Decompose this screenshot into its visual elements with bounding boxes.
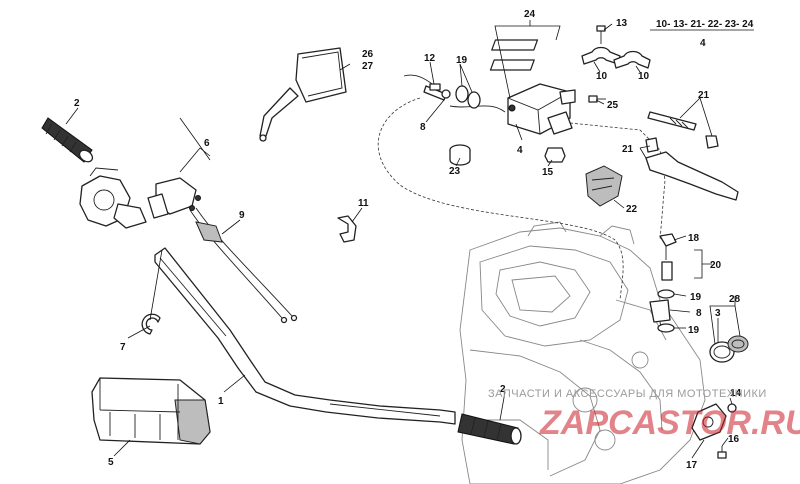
callout-22: 22	[626, 204, 638, 215]
callout-11: 11	[358, 198, 369, 209]
right-grip	[457, 413, 522, 445]
callout-5: 5	[108, 457, 114, 468]
callout-10-right: 10	[638, 71, 650, 82]
callout-12: 12	[424, 53, 436, 64]
callout-19-lower: 19	[688, 325, 700, 336]
banjo-bolt-18	[659, 233, 677, 260]
screw-13	[596, 25, 606, 44]
callout-8-lower: 8	[696, 308, 702, 319]
reservoir-cap	[449, 144, 471, 166]
leader-lines	[65, 20, 754, 459]
callout-2-left: 2	[74, 98, 80, 109]
circlip	[141, 313, 161, 335]
handlebar-clamp-right	[613, 50, 651, 69]
callout-20: 20	[710, 260, 722, 271]
callout-3: 3	[715, 308, 721, 319]
handlebar-clamp-left	[581, 46, 621, 65]
callout-7: 7	[120, 342, 126, 353]
callout-2-right: 2	[500, 384, 506, 395]
callout-15: 15	[542, 167, 554, 178]
callout-19-mid: 19	[690, 292, 702, 303]
callout-14: 14	[730, 388, 742, 399]
hydraulic-fitting-20	[661, 261, 673, 281]
handlebar	[154, 247, 456, 425]
callout-23: 23	[449, 166, 461, 177]
left-grip	[41, 117, 94, 163]
callout-9: 9	[239, 210, 245, 221]
callout-25: 25	[607, 100, 619, 111]
kill-switch	[691, 403, 727, 441]
callout-28: 28	[729, 294, 741, 305]
callout-labels: 2 6 9 7 1 5 11 26 27 12 19 8 24 4 15 23 …	[74, 9, 754, 471]
watermark-text: ЗАПЧАСТИ И АКСЕССУАРЫ ДЛЯ МОТОТЕХНИКИ	[488, 388, 767, 400]
o-ring-and-plug	[709, 335, 749, 363]
callout-21-left: 21	[622, 144, 634, 155]
lever-guard	[585, 165, 623, 207]
screw-16	[717, 446, 727, 459]
callout-6: 6	[204, 138, 210, 149]
clutch-cable-route	[377, 97, 624, 301]
throttle-cables	[189, 207, 298, 324]
callout-27: 27	[362, 61, 374, 72]
master-cylinder	[489, 39, 576, 135]
callout-10-left: 10	[596, 71, 608, 82]
cable-clip	[337, 215, 357, 243]
callout-19-top: 19	[456, 55, 468, 66]
clutch-cable-end	[403, 74, 506, 113]
brake-lever	[645, 151, 739, 201]
callout-8-top: 8	[420, 122, 426, 133]
throttle-assembly	[79, 167, 201, 229]
watermark-logo: ZAPCASTOR.RU	[540, 404, 800, 442]
callout-1: 1	[218, 396, 224, 407]
rear-view-mirror	[259, 47, 347, 142]
screw-25	[588, 95, 606, 103]
callout-18: 18	[688, 233, 700, 244]
handlebar-pad	[91, 377, 211, 445]
callout-16: 16	[728, 434, 740, 445]
cable-adjuster	[429, 83, 451, 99]
callout-17: 17	[686, 460, 698, 471]
engine-outline	[459, 221, 706, 484]
callout-24: 24	[524, 9, 536, 20]
callout-4-kit: 4	[700, 38, 706, 49]
washers-19	[455, 85, 675, 333]
callout-21-top: 21	[698, 90, 710, 101]
kit-list-label: 10- 13- 21- 22- 23- 24	[656, 19, 754, 30]
lever-pivot-parts	[645, 111, 719, 153]
nut-15	[544, 147, 566, 163]
callout-4-center: 4	[517, 145, 523, 156]
callout-26: 26	[362, 49, 374, 60]
callout-13: 13	[616, 18, 628, 29]
